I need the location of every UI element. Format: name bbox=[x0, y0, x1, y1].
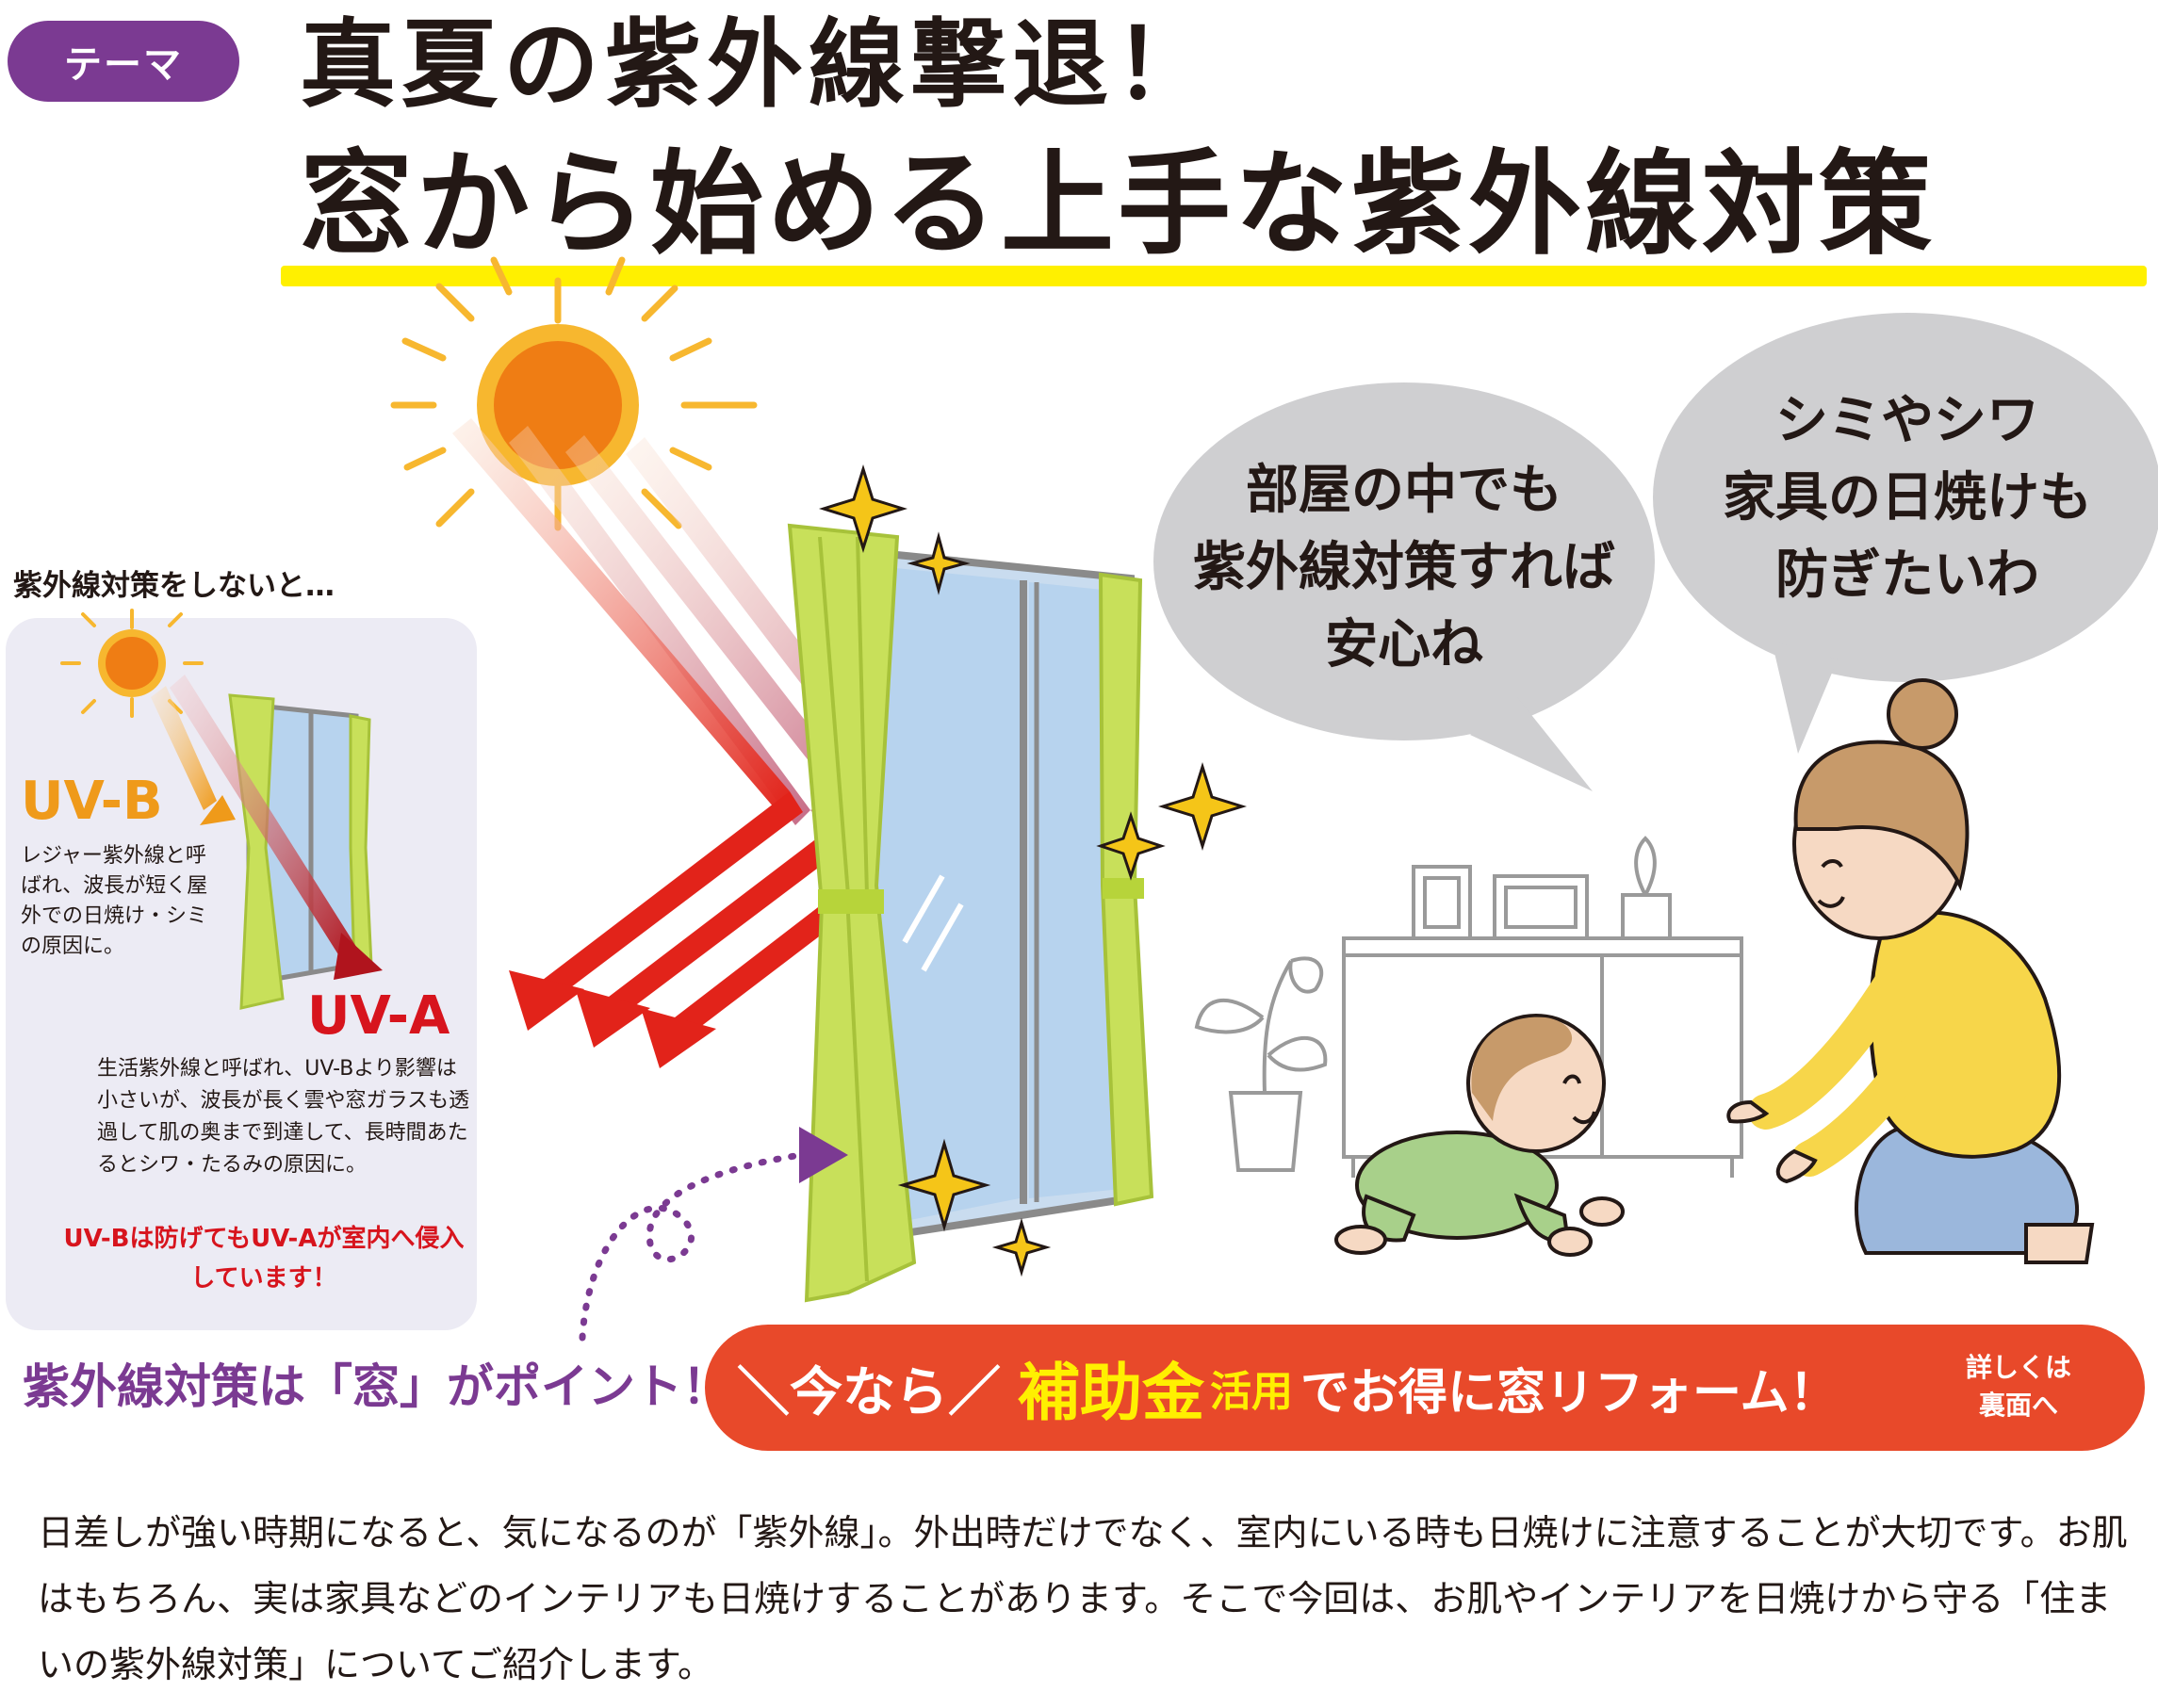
title-line-1: 真夏の紫外線撃退！ bbox=[300, 9, 1216, 122]
title-line-2: 窓から始める上手な紫外線対策 bbox=[300, 139, 1936, 270]
mother-illustration bbox=[1726, 678, 2095, 1264]
speech-bubble-right bbox=[1653, 313, 2158, 754]
theme-tag: テーマ bbox=[8, 21, 239, 102]
banner-reform: でお得に窓リフォーム！ bbox=[1300, 1364, 1839, 1422]
bubble-right-text: シミやシワ 家具の日焼けも 防ぎたいわ bbox=[1672, 382, 2143, 614]
uvb-description: レジャー紫外線と呼ばれ、波長が短く屋外での日焼け・シミの原因に。 bbox=[21, 844, 208, 958]
bubble-left-line-1: 部屋の中でも bbox=[1246, 460, 1562, 521]
uvb-arrow bbox=[151, 686, 217, 810]
uva-warning: UV-Bは防げてもUV-Aが室内へ侵入しています！ bbox=[63, 1225, 465, 1293]
speech-bubble-left bbox=[1153, 382, 1655, 791]
dotted-arrow bbox=[579, 1127, 848, 1342]
bubble-right-line-2: 家具の日焼けも bbox=[1723, 467, 2092, 529]
plant-illustration bbox=[1194, 956, 1328, 1172]
uva-arrow-head bbox=[334, 933, 383, 980]
uva-arrow bbox=[170, 675, 358, 959]
bubble-left-line-3: 安心ね bbox=[1325, 614, 1483, 675]
curtain-left bbox=[787, 523, 917, 1303]
banner-use: 活用 bbox=[1210, 1368, 1293, 1416]
uva-label: UV-A bbox=[307, 985, 450, 1047]
banner-subsidy: 補助金 bbox=[1018, 1357, 1204, 1429]
bubble-right-line-3: 防ぎたいわ bbox=[1775, 545, 2039, 606]
bubble-right-line-1: シミやシワ bbox=[1775, 390, 2039, 451]
title-underline bbox=[281, 266, 2147, 286]
baby-illustration bbox=[1334, 1014, 1625, 1257]
uvb-label: UV-B bbox=[21, 771, 163, 832]
subsidy-banner: ＼今なら／ 補助金 活用 でお得に窓リフォーム！ 詳しくは 裏面へ bbox=[705, 1325, 2145, 1451]
window-point-text: 紫外線対策は「窓」がポイント！ bbox=[23, 1359, 729, 1414]
sparkle-icons bbox=[818, 464, 1248, 1277]
uva-description: 生活紫外線と呼ばれ、UV-Bより影響は小さいが、波長が長く雲や窓ガラスも透過して… bbox=[97, 1057, 470, 1177]
curtain-right bbox=[1098, 572, 1154, 1207]
window-illustration bbox=[846, 545, 1135, 1246]
small-sun-icon bbox=[60, 609, 204, 718]
banner-detail-line-1: 詳しくは bbox=[1965, 1352, 2071, 1383]
banner-detail-line-2: 裏面へ bbox=[1978, 1390, 2058, 1421]
banner-detail: 詳しくは 裏面へ bbox=[1953, 1349, 2084, 1424]
bubble-left-text: 部屋の中でも 紫外線対策すれば 安心ね bbox=[1163, 452, 1645, 684]
body-paragraph: 日差しが強い時期になると、気になるのが「紫外線」。外出時だけでなく、室内にいる時… bbox=[38, 1512, 2128, 1685]
sun-icon bbox=[390, 256, 758, 531]
warning-heading: 紫外線対策をしないと… bbox=[13, 569, 335, 603]
uvb-arrow-head bbox=[200, 795, 236, 825]
banner-now: ＼今なら／ bbox=[737, 1361, 1001, 1423]
bubble-left-line-2: 紫外線対策すれば bbox=[1193, 537, 1615, 598]
